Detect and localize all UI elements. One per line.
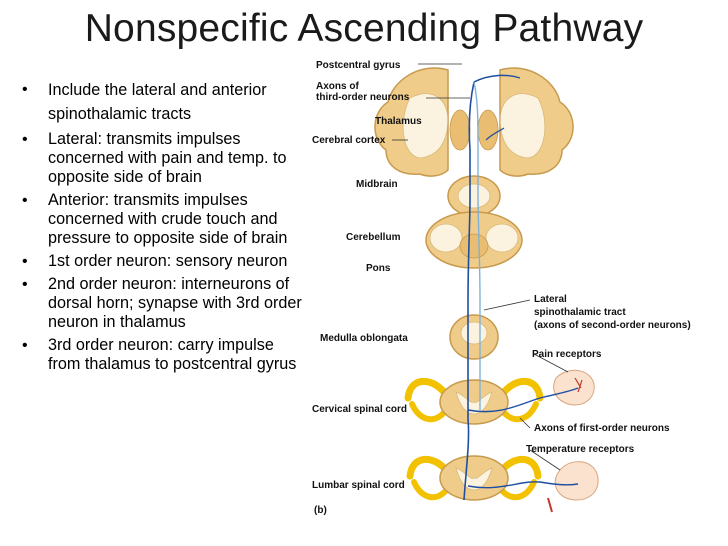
bullet-list: Include the lateral and anterior spinoth…	[22, 78, 302, 378]
bullet-item: 3rd order neuron: carry impulse from tha…	[22, 336, 302, 374]
label-lateral-tract-1: Lateral	[534, 294, 567, 305]
label-midbrain: Midbrain	[356, 179, 398, 190]
bullet-item: Include the lateral and anterior spinoth…	[22, 78, 302, 126]
cervical-cord-section	[404, 378, 544, 425]
label-medulla: Medulla oblongata	[320, 333, 408, 344]
cerebellum-pons-section	[425, 211, 523, 269]
neuron-pathway	[463, 74, 579, 501]
bullet-item: Lateral: transmits impulses concerned wi…	[22, 130, 302, 187]
label-lateral-tract-3: (axons of second-order neurons)	[534, 320, 691, 331]
label-lateral-tract-2: spinothalamic tract	[534, 307, 626, 318]
lumbar-cord-section	[406, 455, 542, 501]
label-pons: Pons	[366, 263, 391, 274]
label-lumbar-cord: Lumbar spinal cord	[312, 480, 405, 491]
brain-coronal-section	[374, 67, 574, 177]
label-axons-third-order: Axons of third-order neurons	[316, 81, 410, 103]
slide-title: Nonspecific Ascending Pathway	[84, 7, 644, 50]
leader-lines	[392, 63, 569, 471]
label-cerebral-cortex: Cerebral cortex	[312, 135, 386, 146]
bullet-item: Anterior: transmits impulses concerned w…	[22, 191, 302, 248]
label-postcentral-gyrus: Postcentral gyrus	[316, 60, 401, 71]
label-cervical-cord: Cervical spinal cord	[312, 404, 408, 415]
label-axons-first-order: Axons of first-order neurons	[534, 423, 670, 434]
label-cerebellum: Cerebellum	[346, 232, 401, 243]
bullet-item: 1st order neuron: sensory neuron	[22, 252, 302, 271]
label-pain-receptors: Pain receptors	[532, 349, 602, 360]
label-temperature-receptors: Temperature receptors	[526, 444, 635, 455]
label-panel-letter: (b)	[314, 505, 327, 516]
bullet-item: 2nd order neuron: interneurons of dorsal…	[22, 275, 302, 332]
medulla-section	[449, 314, 499, 360]
label-thalamus: Thalamus	[375, 116, 422, 127]
skin-receptor-area	[547, 369, 599, 513]
midbrain-section	[447, 175, 501, 217]
